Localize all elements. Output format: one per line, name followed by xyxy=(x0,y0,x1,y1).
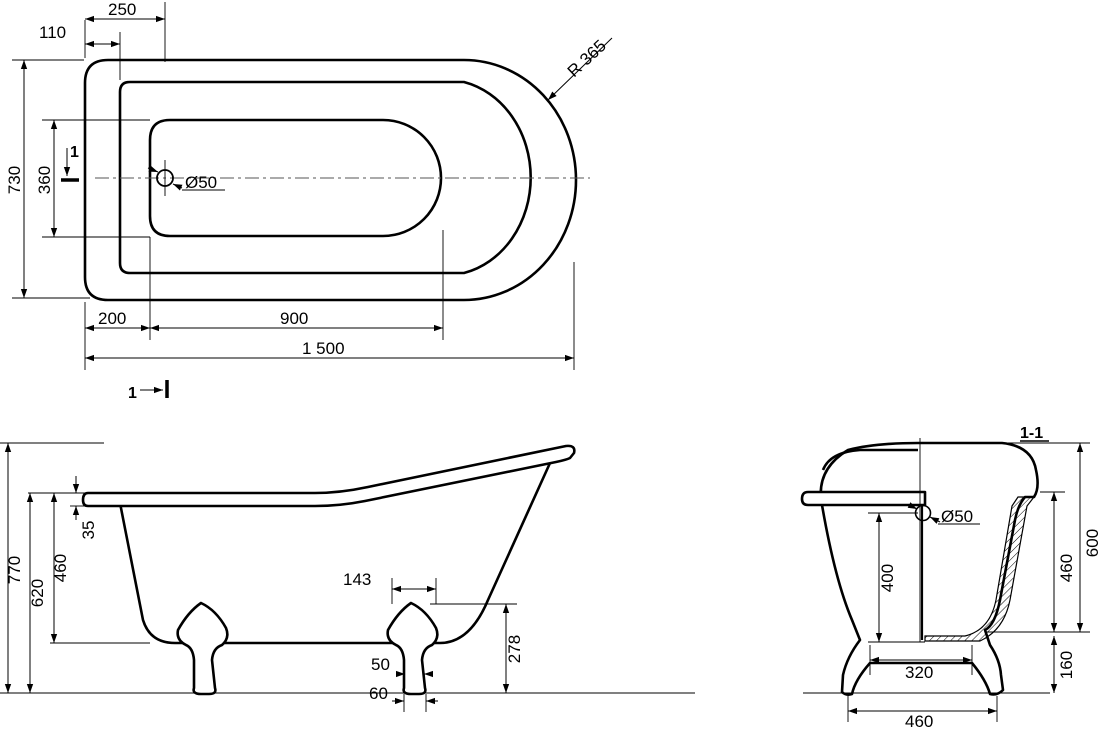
plan-drain-leader-2 xyxy=(172,183,183,191)
section-wall-hatch xyxy=(924,496,1036,642)
section-drain-leader-b xyxy=(929,516,941,524)
section-dim-400: 400 xyxy=(878,564,897,592)
plan-dim-110: 110 xyxy=(39,23,66,42)
side-foot-left xyxy=(176,601,229,696)
side-dim-620: 620 xyxy=(28,579,47,607)
plan-inner-rim xyxy=(118,80,532,275)
side-tub-body xyxy=(118,462,552,645)
section-dim-600: 600 xyxy=(1083,529,1100,557)
plan-dim-250: 250 xyxy=(108,0,136,19)
section-view: 1-1 Ø50 400 320 460 xyxy=(800,425,1100,731)
side-dim-60: 60 xyxy=(369,684,388,703)
plan-dim-200: 200 xyxy=(98,309,126,328)
plan-drain-leader xyxy=(147,165,159,173)
section-outer-shell xyxy=(819,441,1039,696)
plan-dim-730: 730 xyxy=(5,166,24,194)
plan-dim-1500: 1 500 xyxy=(302,339,345,358)
side-foot-right xyxy=(386,601,439,696)
side-dim-35: 35 xyxy=(79,521,98,540)
section-mark-label-v: 1 xyxy=(70,144,79,161)
side-dim-143: 143 xyxy=(343,570,371,589)
section-title: 1-1 xyxy=(1020,425,1043,442)
side-dim-278: 278 xyxy=(505,635,524,663)
plan-outer-rim xyxy=(83,58,578,302)
section-rim-shelf xyxy=(800,490,927,507)
side-view: 770 620 460 35 143 278 50 60 xyxy=(0,442,695,712)
section-mark-label-h: 1 xyxy=(128,385,137,402)
section-dim-320: 320 xyxy=(905,663,933,682)
section-inner-arc xyxy=(821,448,918,471)
side-dim-50: 50 xyxy=(371,655,390,674)
section-dim-460-v: 460 xyxy=(1057,554,1076,582)
plan-basin-bottom xyxy=(148,118,443,238)
side-dim-460: 460 xyxy=(51,554,70,582)
section-drain-label: Ø50 xyxy=(941,507,973,526)
plan-drain-label: Ø50 xyxy=(185,173,217,192)
side-dim-770: 770 xyxy=(5,556,24,584)
plan-dim-900: 900 xyxy=(280,309,308,328)
plan-view: Ø50 110 250 R 365 730 360 1 200 900 xyxy=(5,0,613,402)
plan-dim-radius: R 365 xyxy=(564,36,610,81)
section-dim-160: 160 xyxy=(1057,651,1076,679)
plan-radius-leader xyxy=(547,37,613,101)
section-dim-460-h: 460 xyxy=(905,712,933,731)
side-tub-rim xyxy=(81,444,576,508)
plan-dim-360: 360 xyxy=(35,166,54,194)
section-drain-leader-a xyxy=(907,502,918,510)
